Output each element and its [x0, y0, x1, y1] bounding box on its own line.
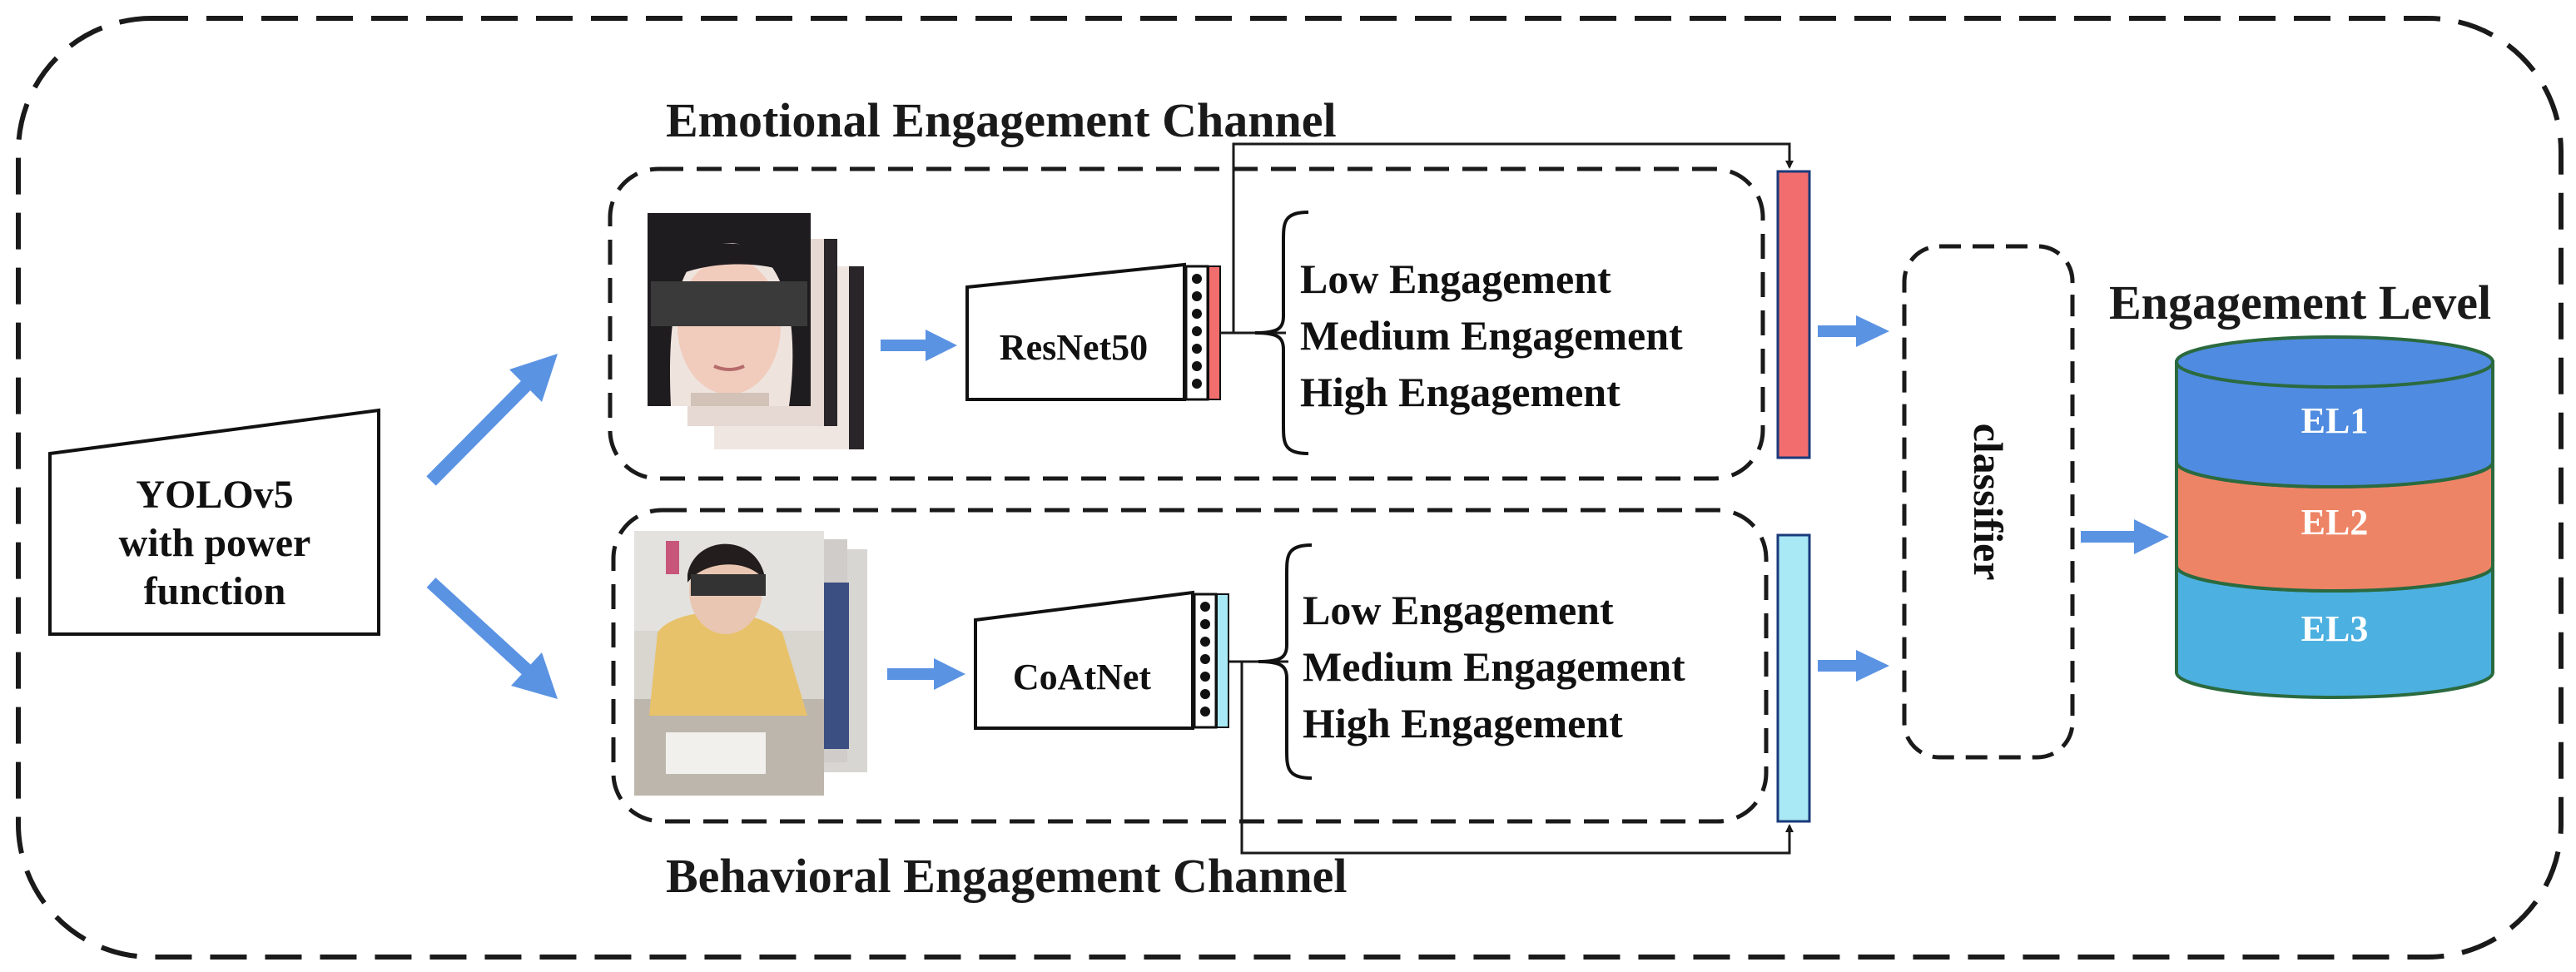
- emotional-channel-box: [608, 166, 1765, 481]
- behavioral-to-classifier-arrow: [1818, 650, 1889, 682]
- engagement-level-el3: EL3: [2301, 608, 2369, 649]
- yolo-label-line3: function: [144, 569, 286, 613]
- emotional-connectors: [1220, 142, 1794, 335]
- emotional-class-medium: Medium Engagement: [1300, 312, 1683, 359]
- coatnet-label: CoAtNet: [1013, 657, 1152, 697]
- emotional-input-arrow: [881, 330, 957, 361]
- feature-node-column-icon: [1193, 593, 1218, 729]
- yolo-label-line1: YOLOv5: [136, 473, 293, 517]
- classifier-to-level-arrow: [2081, 519, 2169, 554]
- split-arrow-down: [426, 578, 558, 699]
- resnet50-block: ResNet50: [965, 262, 1186, 401]
- behavioral-channel-box: [611, 508, 1769, 824]
- behavioral-feature-bar: [1216, 593, 1229, 728]
- emotional-class-low: Low Engagement: [1300, 255, 1611, 302]
- emotional-class-high: High Engagement: [1300, 369, 1621, 415]
- feature-node-column-icon: [1184, 265, 1209, 401]
- engagement-level-cylinder: [2175, 335, 2494, 699]
- coatnet-block: CoAtNet: [974, 590, 1194, 730]
- emotional-brace: [1254, 211, 1309, 455]
- emotional-feature-bar: [1208, 265, 1221, 400]
- emotional-to-classifier-arrow: [1818, 315, 1889, 347]
- emotional-channel-title: Emotional Engagement Channel: [666, 93, 1337, 147]
- engagement-level-title: Engagement Level: [2109, 275, 2491, 330]
- yolo-label-line2: with power: [119, 521, 311, 565]
- outer-frame: [16, 16, 2564, 960]
- behavioral-brace: [1258, 543, 1313, 780]
- behavioral-channel-title: Behavioral Engagement Channel: [666, 849, 1348, 903]
- split-arrow-up: [426, 354, 558, 486]
- behavioral-class-low: Low Engagement: [1303, 587, 1614, 633]
- emotional-fusion-bar: [1776, 170, 1811, 459]
- yolo-block: YOLOv5 with power function: [48, 408, 380, 636]
- behavioral-fusion-bar: [1776, 533, 1811, 823]
- behavioral-class-medium: Medium Engagement: [1303, 643, 1685, 690]
- behavioral-input-arrow: [887, 658, 965, 690]
- classifier-label: classifier: [1965, 424, 2012, 581]
- engagement-level-el2: EL2: [2301, 502, 2369, 543]
- student-body-photo-stack-icon: [634, 531, 867, 796]
- student-face-photo-stack-icon: [648, 213, 864, 449]
- resnet50-label: ResNet50: [1000, 327, 1148, 368]
- classifier-box: [1902, 244, 2075, 760]
- engagement-level-el1: EL1: [2301, 400, 2369, 441]
- behavioral-class-high: High Engagement: [1303, 700, 1623, 746]
- behavioral-connectors: [1228, 660, 1794, 855]
